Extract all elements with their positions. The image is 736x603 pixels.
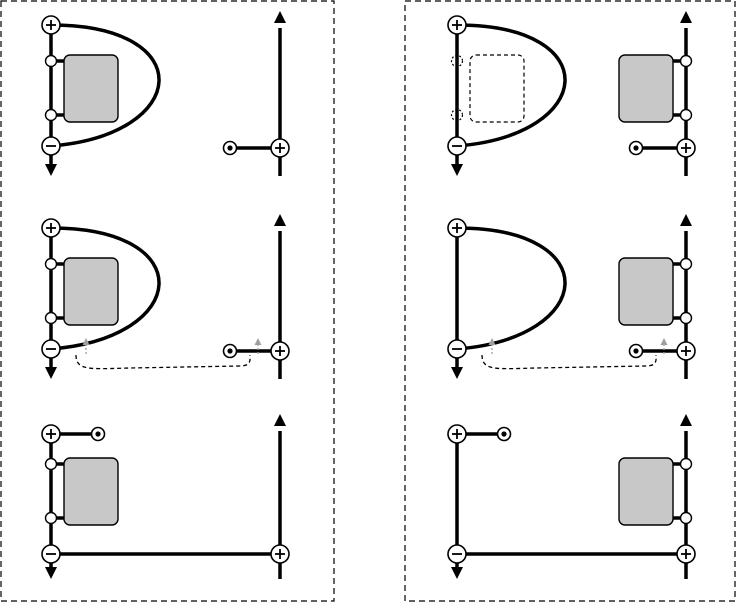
minus-terminal-left xyxy=(447,544,467,564)
minus-terminal-left xyxy=(41,544,61,564)
pin-bottom xyxy=(679,511,693,525)
probe-dot-core xyxy=(227,348,233,354)
right-rail-arrow xyxy=(274,414,286,426)
component-block xyxy=(63,257,119,326)
pin-top xyxy=(44,54,58,68)
right-rail-arrow xyxy=(274,214,286,226)
component-block xyxy=(63,457,119,526)
left-rail-arrow xyxy=(451,367,463,379)
left-rail-arrow xyxy=(451,567,463,579)
plus-terminal-right xyxy=(270,341,290,361)
loop-wire xyxy=(455,23,567,148)
pin-top xyxy=(679,457,693,471)
ghost-pin-top xyxy=(450,54,464,68)
pin-bottom xyxy=(679,108,693,122)
pin-bottom xyxy=(679,311,693,325)
row-moved xyxy=(447,11,696,176)
minus-terminal-left xyxy=(447,136,467,156)
plus-terminal-left xyxy=(41,218,61,238)
plus-terminal-left xyxy=(447,218,467,238)
panel-right xyxy=(404,0,736,602)
probe-dot xyxy=(90,426,106,442)
panel-left xyxy=(0,0,335,602)
hint-arrow-right xyxy=(254,338,262,354)
row-connected xyxy=(41,11,290,176)
pin-top xyxy=(679,257,693,271)
hint-arrow-right-head xyxy=(660,338,668,345)
pin-bottom xyxy=(44,311,58,325)
probe-dot-core xyxy=(501,431,507,437)
ghost-pin-bottom xyxy=(450,108,464,122)
loop-wire xyxy=(455,226,567,351)
component-block xyxy=(618,54,674,123)
pin-bottom xyxy=(44,108,58,122)
panel-border xyxy=(404,0,736,602)
right-rail-arrow xyxy=(680,414,692,426)
left-rail-arrow xyxy=(451,164,463,176)
right-rail-arrow xyxy=(274,11,286,23)
pin-top xyxy=(679,54,693,68)
panel-border xyxy=(0,0,335,602)
loop-wire xyxy=(49,226,161,351)
probe-dot xyxy=(628,140,644,156)
hint-arrow-left-head xyxy=(488,338,496,345)
plus-terminal-right xyxy=(676,341,696,361)
hint-arrow-left xyxy=(488,338,496,354)
probe-dot-core xyxy=(633,145,639,151)
plus-terminal-left xyxy=(447,424,467,444)
loop-wire xyxy=(49,23,161,148)
probe-dot-core xyxy=(633,348,639,354)
row-routing xyxy=(447,214,696,379)
probe-dot xyxy=(628,343,644,359)
plus-terminal-left xyxy=(447,15,467,35)
left-rail-arrow xyxy=(45,367,57,379)
plus-terminal-right xyxy=(270,544,290,564)
right-rail-arrow xyxy=(680,214,692,226)
plus-terminal-left xyxy=(41,15,61,35)
minus-terminal-left xyxy=(41,136,61,156)
right-rail-arrow xyxy=(680,11,692,23)
pin-top xyxy=(44,457,58,471)
plus-terminal-right xyxy=(676,544,696,564)
probe-dot xyxy=(496,426,512,442)
probe-dot-core xyxy=(227,145,233,151)
minus-terminal-left xyxy=(447,339,467,359)
plus-terminal-right xyxy=(676,138,696,158)
hint-arrow-left xyxy=(82,338,90,354)
probe-dot-core xyxy=(95,431,101,437)
component-block xyxy=(63,54,119,123)
pin-bottom xyxy=(44,511,58,525)
left-rail-arrow xyxy=(45,567,57,579)
probe-dot xyxy=(222,140,238,156)
left-rail-arrow xyxy=(45,164,57,176)
row-routing xyxy=(41,214,290,379)
hint-arrow-left-head xyxy=(82,338,90,345)
component-block xyxy=(618,457,674,526)
hint-arrow-right-head xyxy=(254,338,262,345)
routing-path xyxy=(75,354,251,370)
minus-terminal-left xyxy=(41,339,61,359)
probe-dot xyxy=(222,343,238,359)
row-rewired xyxy=(447,414,696,579)
row-rewired xyxy=(41,414,290,579)
pin-top xyxy=(44,257,58,271)
plus-terminal-left xyxy=(41,424,61,444)
component-block xyxy=(618,257,674,326)
plus-terminal-right xyxy=(270,138,290,158)
hint-arrow-right xyxy=(660,338,668,354)
ghost-block xyxy=(469,54,525,123)
routing-path xyxy=(481,354,657,370)
